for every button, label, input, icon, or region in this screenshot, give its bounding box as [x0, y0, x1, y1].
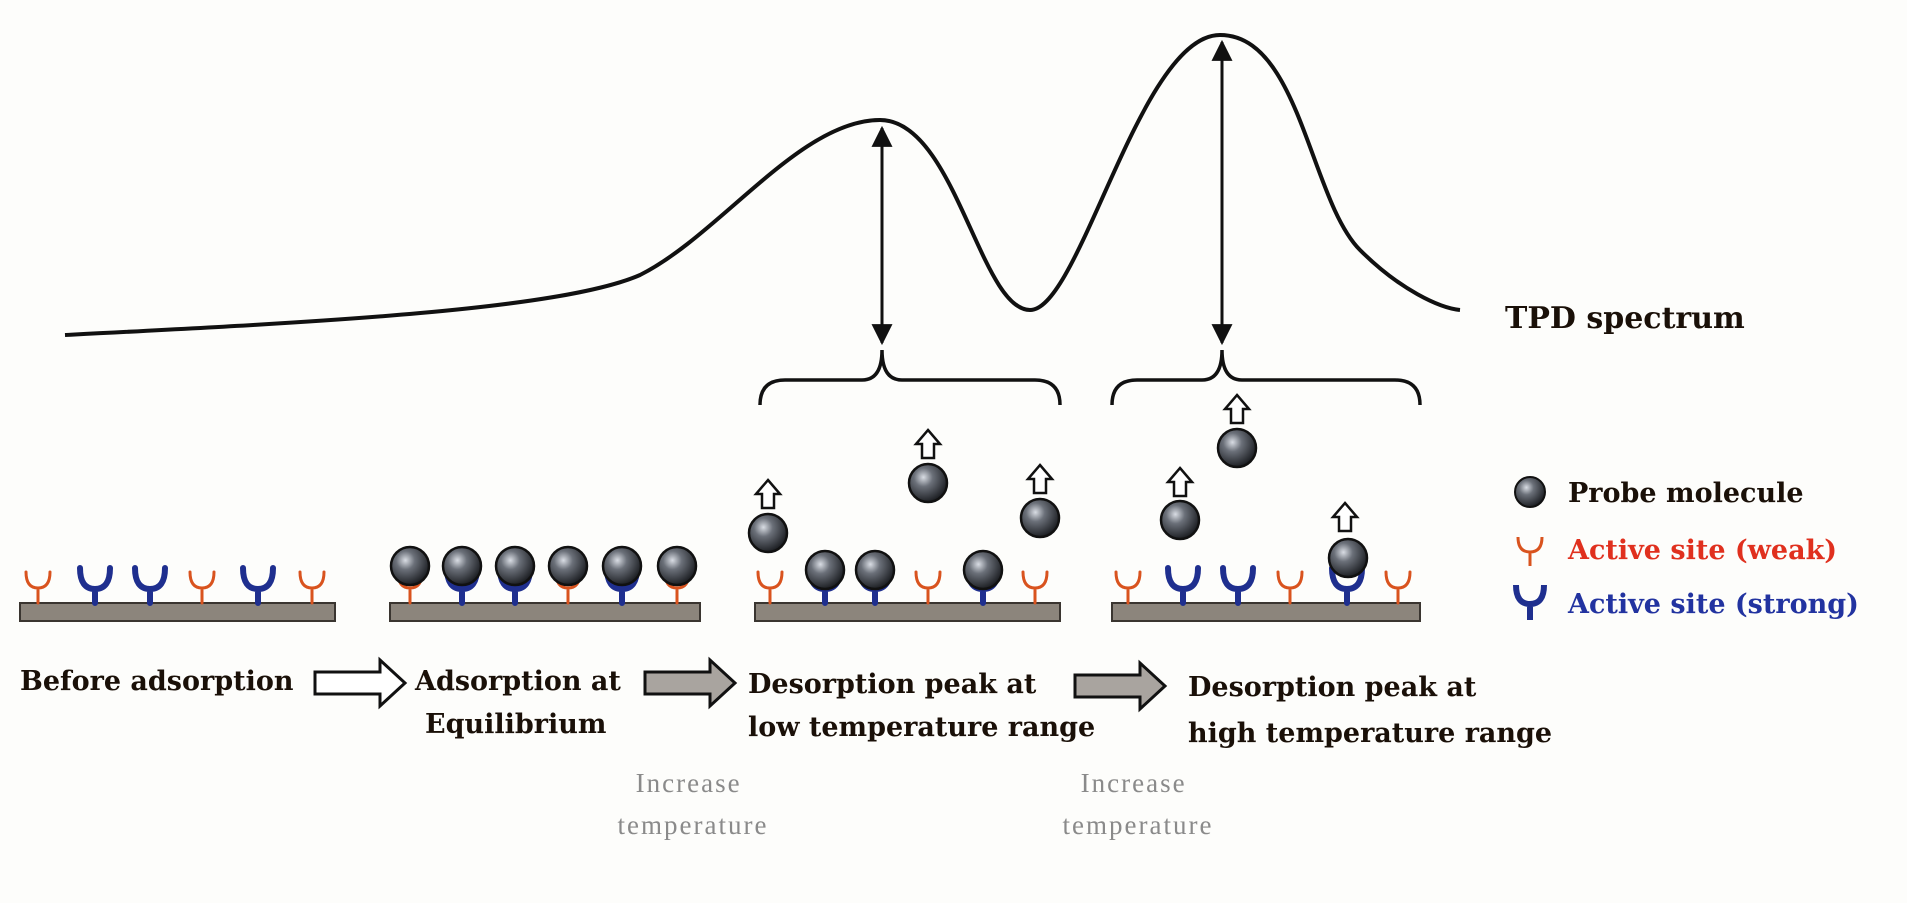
probe-molecule-13 — [1327, 537, 1369, 579]
desorb-arrow-2 — [913, 428, 943, 460]
surface-strip-2 — [389, 602, 701, 622]
increase-temperature-label-2: Increase temperature — [1063, 768, 1214, 840]
weak-site-6 — [298, 570, 326, 605]
probe-molecule-11 — [907, 462, 949, 504]
weak-site-22 — [1276, 570, 1304, 605]
probe-molecule-12 — [1019, 497, 1061, 539]
surface-strip-1 — [19, 602, 336, 622]
probe-molecule-3 — [494, 545, 536, 587]
low-temp-brace — [758, 349, 1062, 406]
tpd-spectrum-curve — [64, 32, 1461, 337]
probe-molecule-1 — [389, 545, 431, 587]
process-arrow-2 — [643, 656, 738, 710]
probe-molecule-2 — [441, 545, 483, 587]
legend-weak-site-icon — [1516, 536, 1544, 566]
surface-strip-3 — [754, 602, 1061, 622]
desorb-arrow-1 — [753, 478, 783, 510]
strong-site-20 — [1165, 565, 1201, 606]
probe-molecule-6 — [656, 545, 698, 587]
strong-site-5 — [240, 565, 276, 606]
strong-site-2 — [77, 565, 113, 606]
probe-molecule-5 — [601, 545, 643, 587]
legend-strong-site-icon — [1513, 584, 1547, 620]
legend-probe-label: Probe molecule — [1568, 478, 1804, 509]
probe-molecule-14 — [1159, 499, 1201, 541]
active-sites-group — [24, 565, 1412, 606]
increase-temperature-label-1: Increase temperature — [618, 768, 769, 840]
weak-site-18 — [1021, 570, 1049, 605]
surface-strips — [19, 602, 1421, 622]
strong-site-23 — [1329, 565, 1365, 606]
probe-molecule-8 — [854, 549, 896, 591]
legend-weak-site-label: Active site (weak) — [1567, 535, 1837, 566]
probe-molecules-group — [389, 427, 1369, 591]
legend-probe-icon — [1514, 476, 1546, 508]
desorption-arrows-group — [753, 393, 1360, 533]
legend-strong-site-label: Active site (strong) — [1567, 589, 1859, 620]
legend: Probe molecule Active site (weak) Active… — [1513, 476, 1859, 620]
probe-molecule-7 — [804, 549, 846, 591]
strong-site-3 — [132, 565, 168, 606]
process-arrow-3 — [1073, 659, 1168, 713]
strong-site-21 — [1220, 565, 1256, 606]
process-arrow-1 — [313, 656, 408, 710]
stage-label-low-temp: Desorption peak at low temperature range — [748, 669, 1095, 743]
desorb-arrow-5 — [1165, 466, 1195, 498]
high-temp-brace — [1110, 349, 1422, 406]
weak-site-16 — [914, 570, 942, 605]
probe-molecule-9 — [962, 549, 1004, 591]
probe-molecule-10 — [747, 512, 789, 554]
stage-label-equilibrium: Adsorption at Equilibrium — [414, 666, 630, 740]
weak-site-4 — [188, 570, 216, 605]
probe-molecule-4 — [547, 545, 589, 587]
weak-site-1 — [24, 570, 52, 605]
probe-molecule-15 — [1216, 427, 1258, 469]
tpd-spectrum-label: TPD spectrum — [1505, 301, 1745, 336]
desorb-arrow-3 — [1025, 463, 1055, 495]
weak-site-13 — [756, 570, 784, 605]
surface-strip-4 — [1111, 602, 1421, 622]
desorb-arrow-4 — [1330, 501, 1360, 533]
weak-site-24 — [1384, 570, 1412, 605]
weak-site-19 — [1114, 570, 1142, 605]
desorb-arrow-6 — [1222, 393, 1252, 425]
stage-label-high-temp: Desorption peak at high temperature rang… — [1188, 672, 1552, 749]
stage-label-before: Before adsorption — [20, 666, 294, 697]
